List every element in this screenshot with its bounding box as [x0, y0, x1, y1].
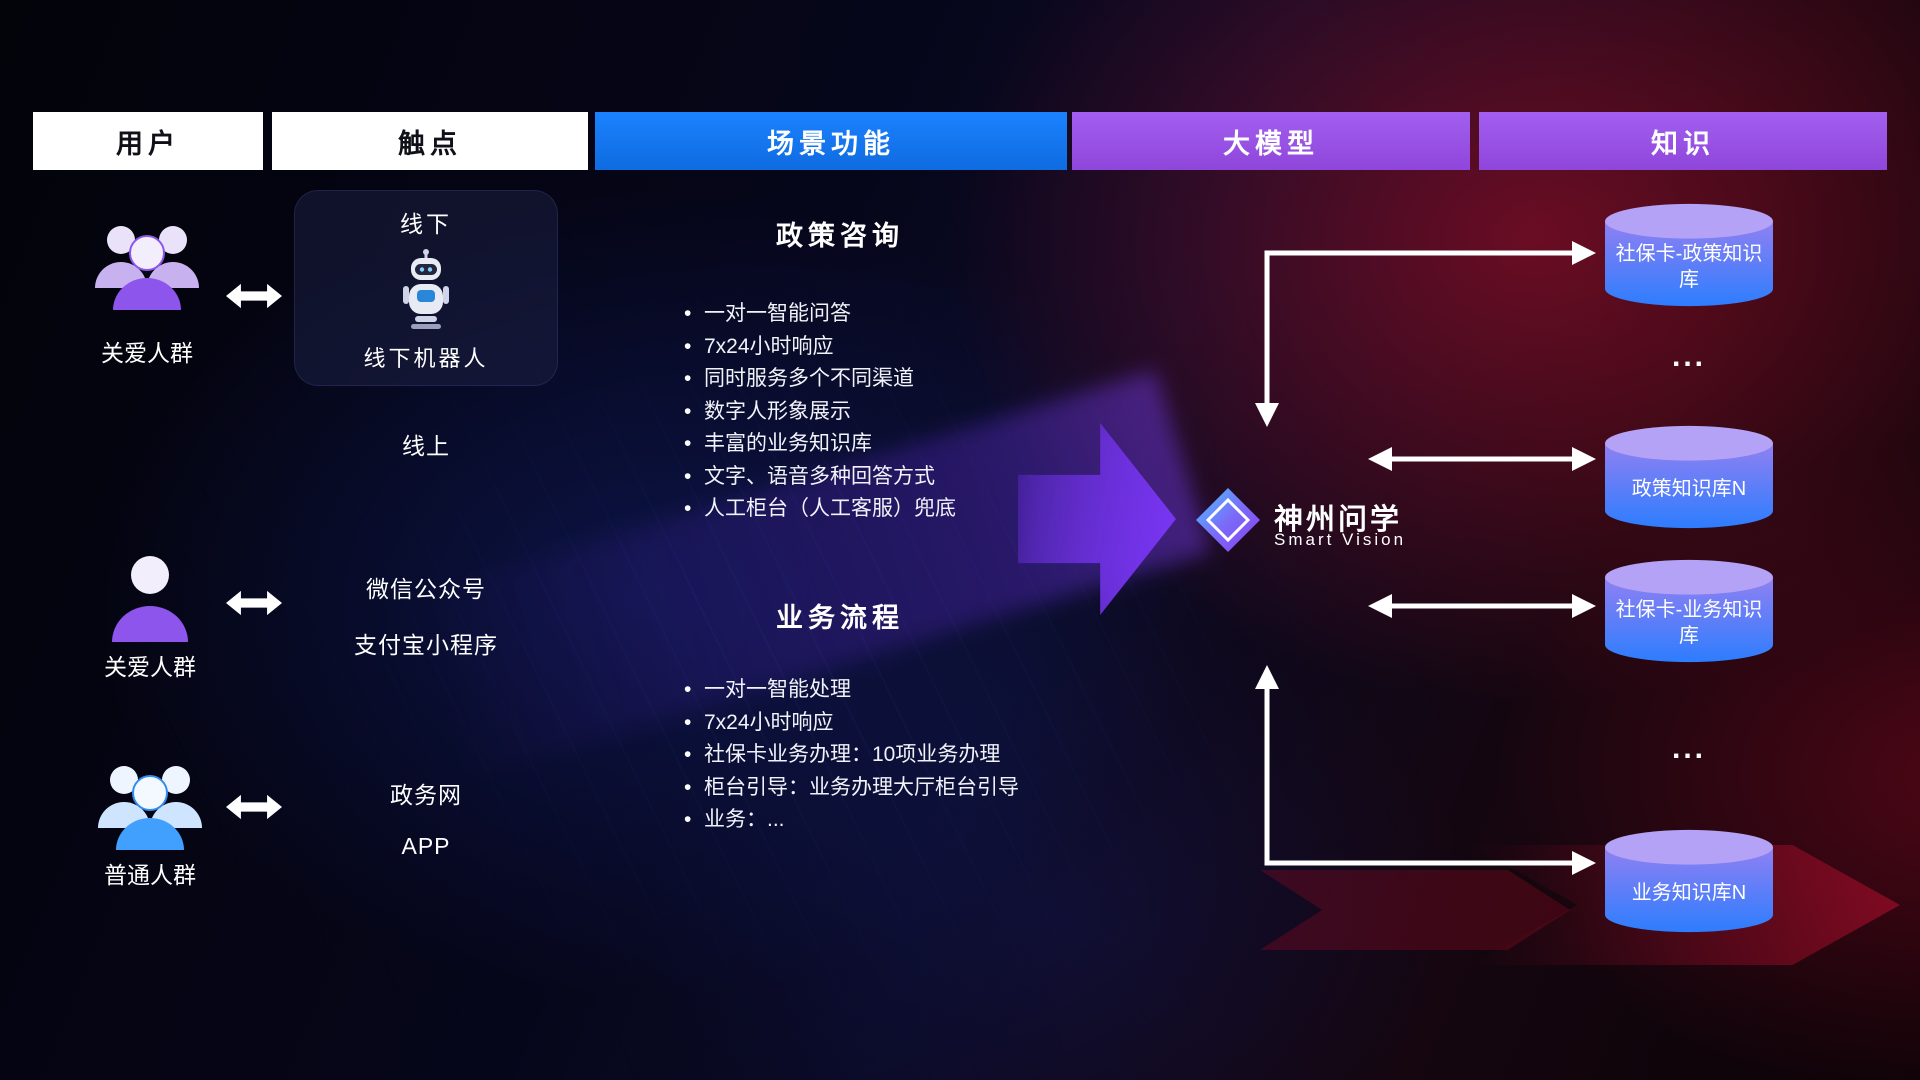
touchpoint-online-label: 线上 — [402, 433, 450, 459]
offline-title: 线下 — [400, 211, 452, 237]
feature-bullet: 7x24小时响应 — [682, 707, 1080, 740]
feature-bullet: 社保卡业务办理：10项业务办理 — [682, 739, 1080, 772]
user-group-label: 普通人群 — [104, 862, 196, 888]
knowledge-base-label: 社保卡-政策知识库 — [1615, 243, 1763, 291]
feature-bullet: 丰富的业务知识库 — [682, 428, 1080, 461]
header-touchpoints: 触点 — [272, 112, 588, 170]
robot-icon — [403, 249, 449, 329]
touchpoint-gov-label: 政务网 — [390, 782, 462, 808]
touchpoint-app-label: APP — [401, 833, 451, 859]
scenario-bullet-list: 一对一智能处理 7x24小时响应 社保卡业务办理：10项业务办理 柜台引导：业务… — [600, 674, 1080, 837]
cylinder-shape — [1605, 559, 1773, 663]
group-people-purple-icon — [95, 226, 199, 310]
feature-bullet: 业务：... — [682, 804, 1080, 837]
knowledge-base-label: 社保卡-业务知识库 — [1615, 599, 1763, 647]
knowledge-base-cylinder: 业务知识库N — [1601, 828, 1777, 934]
offline-robot-card: 线下 线下机器人 — [294, 190, 558, 386]
cylinder-shape — [1605, 203, 1773, 307]
model-name: 神州问学 — [1274, 504, 1403, 536]
cylinder-shape — [1605, 425, 1773, 529]
bidirectional-arrow-icon — [226, 590, 282, 616]
knowledge-base-cylinder: 社保卡-政策知识库 — [1601, 202, 1777, 308]
feature-bullet: 一对一智能问答 — [682, 298, 1080, 331]
scenario-business-process: 业务流程 一对一智能处理 7x24小时响应 社保卡业务办理：10项业务办理 柜台… — [600, 596, 1080, 837]
header-model: 大模型 — [1072, 112, 1470, 170]
header-users: 用户 — [33, 112, 263, 170]
smart-vision-logo-icon — [1196, 488, 1260, 552]
user-group-label: 关爱人群 — [104, 654, 196, 680]
model-subtitle: Smart Vision — [1274, 530, 1407, 549]
single-person-purple-icon — [112, 556, 188, 642]
header-knowledge: 知识 — [1479, 112, 1887, 170]
scenario-policy-consulting: 政策咨询 一对一智能问答 7x24小时响应 同时服务多个不同渠道 数字人形象展示… — [600, 214, 1080, 526]
feature-bullet: 柜台引导：业务办理大厅柜台引导 — [682, 772, 1080, 805]
group-people-blue-icon — [98, 766, 202, 850]
bidirectional-arrow-icon — [226, 283, 282, 309]
feature-bullet: 文字、语音多种回答方式 — [682, 461, 1080, 494]
touchpoint-wechat-label: 微信公众号 — [366, 576, 486, 602]
scenario-bullet-list: 一对一智能问答 7x24小时响应 同时服务多个不同渠道 数字人形象展示 丰富的业… — [600, 298, 1080, 526]
knowledge-base-label: 业务知识库N — [1631, 882, 1747, 904]
scenario-title: 政策咨询 — [776, 221, 904, 251]
knowledge-base-cylinder: 政策知识库N — [1601, 424, 1777, 530]
scenario-title: 业务流程 — [776, 603, 904, 633]
ellipsis-more-indicator: ... — [1671, 340, 1706, 373]
knowledge-base-label: 政策知识库N — [1631, 478, 1747, 500]
cylinder-shape — [1605, 829, 1773, 933]
user-group-label: 关爱人群 — [101, 340, 193, 366]
bidirectional-arrow-icon — [226, 794, 282, 820]
feature-bullet: 7x24小时响应 — [682, 331, 1080, 364]
feature-bullet: 一对一智能处理 — [682, 674, 1080, 707]
feature-bullet: 人工柜台（人工客服）兜底 — [682, 493, 1080, 526]
offline-robot-label: 线下机器人 — [363, 346, 489, 371]
feature-bullet: 数字人形象展示 — [682, 396, 1080, 429]
knowledge-base-cylinder: 社保卡-业务知识库 — [1601, 558, 1777, 664]
feature-bullet: 同时服务多个不同渠道 — [682, 363, 1080, 396]
touchpoint-alipay-label: 支付宝小程序 — [354, 632, 498, 658]
header-scenarios: 场景功能 — [595, 112, 1067, 170]
ellipsis-more-indicator: ... — [1671, 732, 1706, 765]
